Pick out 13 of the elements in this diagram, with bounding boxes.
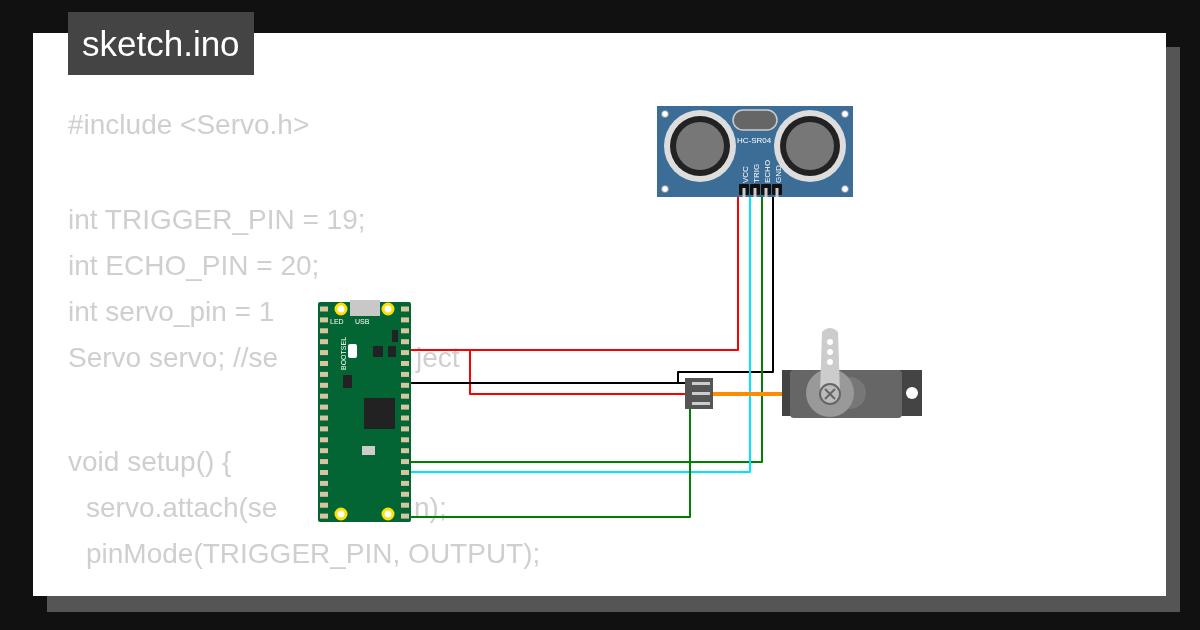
servo-connector — [685, 378, 713, 409]
part-label: HC-SR04 — [737, 135, 772, 146]
pin-label: VCC — [741, 166, 750, 183]
servo-motor-drawing — [782, 326, 922, 418]
microcontroller-board-drawing — [318, 300, 411, 522]
wire — [713, 392, 782, 396]
pin-label: ECHO — [763, 159, 772, 183]
wire — [410, 349, 686, 395]
wire — [410, 408, 691, 518]
file-tab: sketch.ino — [68, 12, 254, 75]
wire — [410, 382, 686, 384]
pin-label: TRIG — [752, 163, 761, 183]
pin-label: GND — [774, 165, 783, 183]
